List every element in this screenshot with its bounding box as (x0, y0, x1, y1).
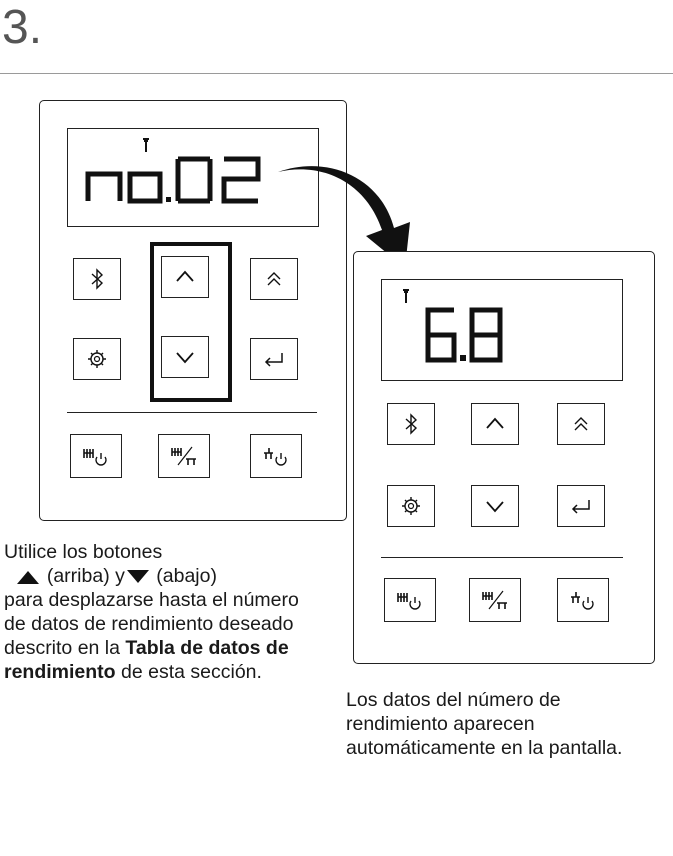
lcd-display (381, 279, 623, 381)
bluetooth-icon (91, 268, 104, 290)
seven-segment-readout (403, 289, 503, 363)
heating-power-button[interactable] (70, 434, 122, 478)
double-chevron-up-icon (574, 417, 588, 431)
bluetooth-icon (405, 413, 418, 435)
enter-icon (571, 500, 590, 514)
up-button[interactable] (161, 256, 209, 298)
tap-power-icon (264, 448, 287, 466)
enter-button[interactable] (557, 485, 605, 527)
header-rule (0, 73, 673, 74)
down-button[interactable] (161, 336, 209, 378)
chevron-up-icon (486, 417, 504, 429)
triangle-up-icon (17, 570, 40, 584)
step-number: 3. (2, 1, 43, 54)
up-label: (arriba) y (46, 565, 125, 587)
up-down-highlight-box (150, 242, 232, 402)
water-power-button[interactable] (557, 578, 609, 622)
radiator-tap-icon (482, 590, 507, 610)
radiator-power-icon (83, 449, 107, 466)
panel-divider (381, 557, 623, 558)
double-up-button[interactable] (557, 403, 605, 445)
lcd-display (67, 128, 319, 227)
instruction-caption: Utilice los botones (arriba) y (abajo) p… (4, 540, 304, 684)
down-label: (abajo) (156, 565, 217, 587)
wrench-icon (403, 289, 409, 303)
chevron-up-icon (176, 270, 194, 282)
gear-icon (402, 497, 420, 515)
control-panel-before (39, 100, 347, 521)
settings-button[interactable] (387, 485, 435, 527)
caption-line-1: Utilice los botones (4, 541, 163, 563)
double-up-button[interactable] (250, 258, 298, 300)
control-panel-after (353, 251, 655, 664)
radiator-power-icon (397, 593, 421, 610)
heating-water-button[interactable] (158, 434, 210, 478)
panel-divider (67, 412, 317, 413)
result-caption: Los datos del número de rendimiento apar… (346, 689, 623, 759)
double-chevron-up-icon (267, 272, 281, 286)
triangle-down-icon (126, 569, 149, 583)
chevron-down-icon (176, 352, 194, 364)
heating-power-button[interactable] (384, 578, 436, 622)
bluetooth-button[interactable] (387, 403, 435, 445)
water-power-button[interactable] (250, 434, 302, 478)
radiator-tap-icon (171, 446, 196, 466)
enter-button[interactable] (250, 338, 298, 380)
wrench-icon (143, 138, 149, 152)
seven-segment-readout (85, 138, 261, 204)
caption-body: para desplazarse hasta el número de dato… (4, 589, 299, 659)
tap-power-icon (571, 592, 594, 610)
chevron-down-icon (486, 501, 504, 513)
transition-arrow-icon (278, 166, 410, 268)
up-button[interactable] (471, 403, 519, 445)
heating-water-button[interactable] (469, 578, 521, 622)
table-reference: Tabla de datos de rendimiento (4, 637, 289, 683)
settings-button[interactable] (73, 338, 121, 380)
gear-icon (88, 350, 106, 368)
bluetooth-button[interactable] (73, 258, 121, 300)
down-button[interactable] (471, 485, 519, 527)
enter-icon (264, 353, 283, 367)
caption-tail: de esta sección. (121, 661, 262, 683)
